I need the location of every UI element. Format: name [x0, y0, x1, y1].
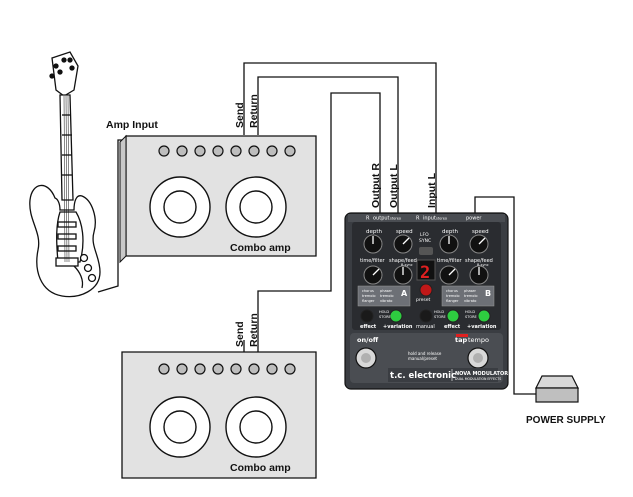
model-name: NOVA MODULATOR	[455, 371, 508, 377]
bank-a-letter: A	[401, 289, 408, 298]
connection-labels: Amp Input Send Return Output R Output L …	[106, 94, 606, 474]
power-supply-icon	[535, 375, 579, 403]
label-combo-amp-top: Combo amp	[230, 242, 291, 254]
preset-button[interactable]	[419, 283, 433, 297]
label-send-bottom: Send	[234, 321, 246, 347]
hold-label-a: HOLD	[379, 310, 389, 314]
effect-b-led[interactable]	[446, 309, 460, 323]
bank-b-panel	[441, 285, 495, 307]
label-hold-note: hold and release	[408, 351, 442, 356]
nova-modulator-pedal	[344, 212, 509, 390]
label-output-l: Output L	[388, 164, 400, 208]
label-depth-a: depth	[366, 229, 383, 235]
model-sub: DUAL MODULATION EFFECTS	[455, 377, 501, 381]
cable-return-top	[257, 76, 399, 215]
label-effect-b: effect	[444, 324, 461, 330]
label-return-top: Return	[248, 94, 260, 128]
manual-button[interactable]	[419, 309, 433, 323]
label-time-filter-a: time/filter	[360, 258, 386, 264]
preset-display	[416, 259, 436, 281]
label-on-off: on/off	[357, 336, 379, 344]
bank-b-line-2: tremolo	[446, 294, 460, 298]
bank-a-line-2: tremolo	[362, 294, 376, 298]
label-output-r: Output R	[370, 163, 382, 208]
bank-b-line-3: flanger	[446, 299, 459, 303]
bank-a-line-1: chorus	[362, 289, 374, 293]
cable-send-top	[243, 62, 437, 215]
amp-bottom-speaker-right	[225, 396, 287, 458]
jack-r2-label: R	[416, 216, 420, 222]
label-depth-b: depth	[442, 229, 459, 235]
store-label-b: STORE	[465, 315, 477, 319]
amp-bottom-knob-row	[158, 363, 296, 375]
label-tap: tap	[455, 336, 467, 344]
label-power-supply: POWER SUPPLY	[526, 415, 606, 426]
label-amp-input: Amp Input	[106, 119, 158, 131]
label-send-top: Send	[234, 102, 246, 128]
label-speed-b: speed	[472, 229, 489, 235]
jack-input-sub: stereo	[436, 217, 447, 221]
bank-a-line2-3: vibrato	[380, 299, 392, 303]
bank-a-panel	[357, 285, 411, 307]
label-speed-a: speed	[396, 229, 413, 235]
label-time-filter-b: time/filter	[437, 258, 463, 264]
display-digit: 2	[420, 263, 430, 283]
label-sync: SYNC	[419, 238, 431, 244]
store-label-a: STORE	[379, 315, 391, 319]
label-shape-feed-a: shape/feed	[389, 258, 417, 264]
bank-b-letter: B	[485, 289, 491, 298]
effect-a-button[interactable]	[360, 309, 374, 323]
combo-amp-top	[119, 134, 317, 264]
bank-b-line-1: chorus	[446, 289, 458, 293]
variation-b-led[interactable]	[477, 309, 491, 323]
brand-logo-text: t.c. electronic	[390, 371, 456, 381]
label-variation-a: +variation	[383, 324, 413, 330]
bank-b-line2-1: phaser	[464, 289, 477, 293]
label-lfo: LFO	[420, 232, 429, 238]
cables	[97, 62, 546, 395]
store-label-m: STORE	[434, 315, 446, 319]
label-hold-note-2: manual/preset	[408, 356, 437, 361]
label-variation-b: +variation	[467, 324, 497, 330]
electric-guitar-icon	[29, 51, 101, 298]
jack-output-sub: stereo	[390, 217, 401, 221]
bank-b-line2-3: vibrato	[464, 299, 476, 303]
amp-top-speaker-left	[149, 176, 211, 238]
hold-label-m: HOLD	[434, 310, 444, 314]
bank-a-line2-2: tremolo	[380, 294, 394, 298]
jack-r-label: R	[366, 216, 370, 222]
cable-output-r	[257, 92, 381, 352]
preset-label: preset	[416, 297, 430, 303]
label-input-l: Input L	[426, 172, 438, 208]
variation-a-led[interactable]	[389, 309, 403, 323]
label-tempo: tempo	[468, 336, 489, 344]
pedal-labels: R output stereo R input stereo power dep…	[357, 216, 508, 381]
label-combo-amp-bottom: Combo amp	[230, 462, 291, 474]
amp-bottom-speaker-left	[149, 396, 211, 458]
amp-top-speaker-right	[225, 176, 287, 238]
label-manual: manual	[416, 324, 435, 330]
bank-b-line2-2: tremolo	[464, 294, 478, 298]
label-bsync-b: B-sync	[477, 263, 489, 267]
bank-a-line-3: flanger	[362, 299, 375, 303]
jack-input-label: input	[423, 216, 436, 222]
combo-amp-bottom	[121, 351, 317, 479]
label-bsync-a: B-sync	[401, 263, 413, 267]
label-return-bottom: Return	[248, 313, 260, 347]
jack-output-label: output	[373, 216, 390, 222]
jack-power-label: power	[466, 216, 482, 222]
label-effect-a: effect	[360, 324, 377, 330]
lfo-sync-button[interactable]	[419, 247, 433, 255]
bank-a-line2-1: phaser	[380, 289, 393, 293]
amp-top-knob-row	[158, 145, 296, 157]
label-shape-feed-b: shape/feed	[465, 258, 493, 264]
hold-label-b: HOLD	[465, 310, 475, 314]
